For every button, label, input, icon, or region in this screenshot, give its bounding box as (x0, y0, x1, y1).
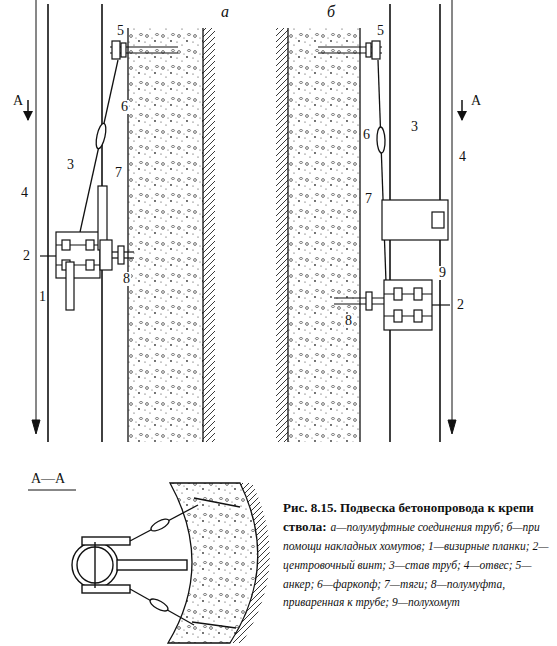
section-mark: А (470, 94, 482, 108)
callout-number: 3 (410, 120, 419, 134)
half-clamp (432, 304, 450, 305)
tie-rod (194, 498, 240, 507)
section-underline (28, 490, 76, 491)
callout-number: 8 (344, 314, 353, 328)
half-clamp (394, 288, 402, 300)
shaft-lining (128, 28, 215, 442)
anchor (318, 41, 382, 59)
callout-number: 2 (22, 249, 31, 263)
callout-number: 9 (438, 266, 447, 280)
tie-rod (130, 589, 194, 625)
overlay-clamp (382, 200, 448, 240)
callout-number: 7 (364, 192, 373, 206)
pipe-section (72, 542, 118, 588)
anchor (366, 43, 371, 57)
pipe-section (117, 560, 187, 570)
overlay-clamp (432, 212, 444, 228)
half-coupling-joint (40, 186, 134, 310)
section-label: А—А (30, 472, 66, 486)
plumb-line (32, 0, 40, 434)
tie-rod (378, 60, 386, 282)
half-clamp (384, 293, 432, 294)
shaft-lining (276, 28, 360, 442)
section-arrow (461, 100, 463, 120)
figure-letter: б (326, 4, 336, 20)
plumb-line (448, 0, 456, 434)
section-arrow (27, 100, 29, 120)
shaft-lining (276, 28, 288, 442)
tie-rod (130, 498, 240, 628)
half-clamp (366, 292, 372, 310)
half-clamp (334, 280, 450, 330)
caption-text: а—полумуфтные соединения труб; б—при пом… (283, 521, 548, 609)
half-clamp (394, 310, 402, 322)
tie-rod (192, 622, 236, 628)
tie-rod (377, 60, 386, 282)
figure-caption: Рис. 8.15. Подвеска бетонопровода к креп… (283, 498, 549, 611)
pipe-string (48, 4, 102, 442)
callout-number: 7 (114, 166, 123, 180)
section-arrow (461, 100, 463, 120)
plumb-line (452, 0, 453, 420)
half-clamp (384, 280, 432, 330)
callout-number: 5 (376, 24, 385, 38)
tie-rod (149, 517, 170, 533)
figure-letter: а (220, 4, 230, 20)
half-coupling-joint (100, 240, 112, 270)
pipe-section (82, 537, 130, 545)
callout-number: 2 (456, 298, 465, 312)
tie-rod (148, 597, 169, 614)
half-coupling-joint (86, 260, 94, 270)
callout-number: 6 (362, 128, 371, 142)
callout-number: 6 (120, 100, 129, 114)
tie-rod (130, 505, 198, 541)
section-arrow (27, 100, 29, 120)
section-underline (28, 490, 76, 491)
plumb-line (448, 420, 456, 434)
half-coupling-joint (62, 240, 70, 250)
half-clamp (414, 310, 422, 322)
shaft-lining-section (230, 483, 270, 643)
shaft-lining (203, 28, 215, 442)
tie-rod (377, 127, 386, 153)
half-clamp (334, 297, 384, 298)
anchor (112, 41, 120, 59)
anchor (121, 43, 126, 57)
half-clamp (414, 288, 422, 300)
callout-number: 5 (116, 24, 125, 38)
section-mark: А (12, 94, 24, 108)
shaft-lining (128, 28, 203, 442)
half-clamp (384, 315, 432, 316)
anchor (372, 41, 380, 59)
plumb-line (32, 420, 40, 434)
half-clamp (334, 303, 384, 304)
half-coupling-joint (118, 246, 124, 264)
callout-number: 4 (458, 150, 467, 164)
callout-number: 8 (122, 272, 131, 286)
half-coupling-joint (66, 262, 74, 310)
pipe-section (72, 537, 187, 593)
half-coupling-joint (40, 255, 56, 256)
callout-number: 3 (66, 158, 75, 172)
anchor (110, 41, 178, 59)
shaft-lining (359, 28, 360, 442)
pipe-section (82, 585, 130, 593)
half-coupling-joint (56, 232, 100, 278)
pipe-section (94, 542, 95, 588)
callout-number: 1 (38, 290, 47, 304)
pipe-string (47, 4, 49, 442)
plumb-line (36, 0, 37, 420)
shaft-lining (288, 28, 360, 442)
shaft-lining (127, 28, 128, 442)
shaft-lining (287, 28, 288, 442)
tie-rod (94, 122, 107, 149)
callout-number: 4 (20, 186, 29, 200)
overlay-clamp (382, 200, 448, 240)
half-coupling-joint (86, 240, 94, 250)
shaft-lining (202, 28, 203, 442)
